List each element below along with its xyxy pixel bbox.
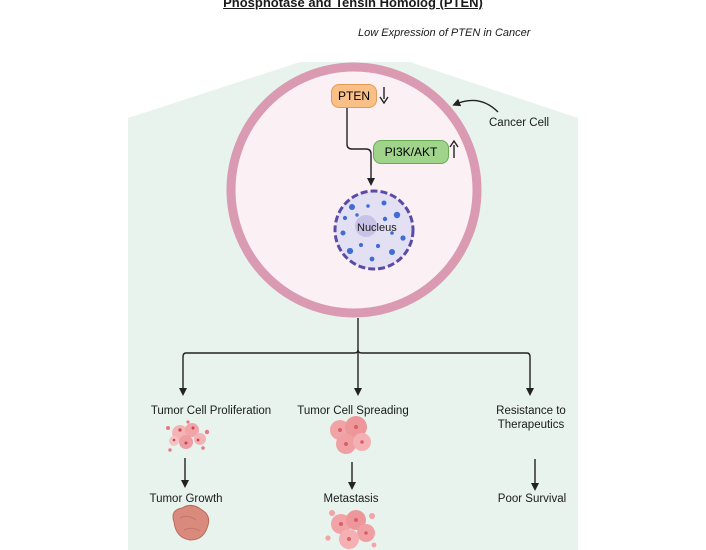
page-title: Phosphotase and Tensin Homolog (PTEN) xyxy=(223,0,483,10)
tumor-mass-icon xyxy=(172,504,210,541)
cell-membrane xyxy=(226,62,482,318)
pi3k-akt-node: PI3K/AKT xyxy=(373,140,449,164)
pten-down-arrow-icon xyxy=(379,87,389,105)
nucleus-icon xyxy=(333,189,415,271)
cancer-cell-pointer xyxy=(452,98,499,113)
page-subtitle: Low Expression of PTEN in Cancer xyxy=(358,27,531,39)
branch-connectors xyxy=(179,318,539,491)
result-tumor-growth-label: Tumor Growth xyxy=(149,493,223,505)
outcome-resistance-label-line1: Resistance to xyxy=(496,405,566,417)
outcome-resistance-label-line2: Therapeutics xyxy=(497,419,565,431)
pten-node: PTEN xyxy=(331,84,377,108)
pi3k-up-arrow-icon xyxy=(449,139,459,158)
outcome-proliferation-label: Tumor Cell Proliferation xyxy=(150,405,272,417)
nucleus-label: Nucleus xyxy=(357,222,397,234)
metastasis-cells-icon xyxy=(325,510,377,549)
outcome-spreading-label: Tumor Cell Spreading xyxy=(297,405,409,417)
proliferating-cells-icon xyxy=(166,420,210,452)
pten-to-nucleus-arrow xyxy=(346,108,375,186)
cancer-cell-label: Cancer Cell xyxy=(489,117,550,129)
result-metastasis-label: Metastasis xyxy=(323,493,379,505)
result-poor-survival-label: Poor Survival xyxy=(497,493,567,505)
spreading-cells-icon xyxy=(330,416,371,454)
